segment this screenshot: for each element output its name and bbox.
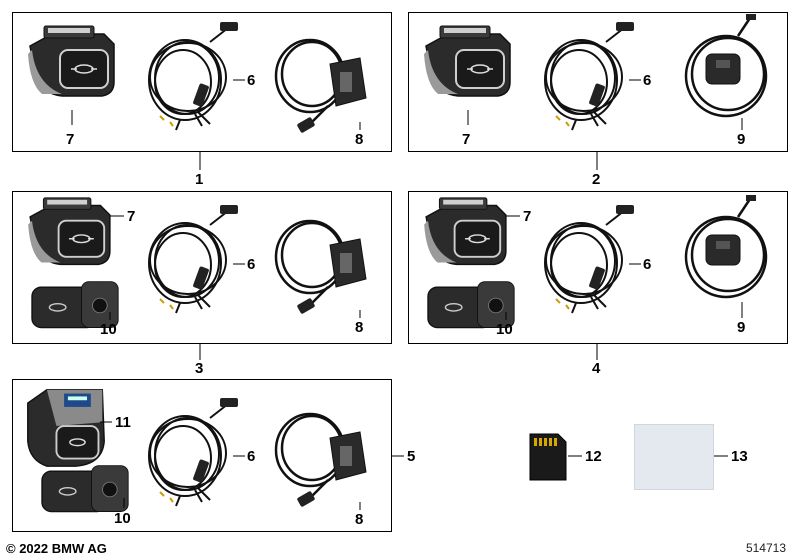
- part-6-label: 6: [643, 72, 652, 89]
- part-10-label: 10: [114, 510, 131, 527]
- diagram-id: 514713: [745, 541, 786, 555]
- part-8-label: 8: [355, 131, 364, 148]
- adhesive-pad-icon: [634, 424, 714, 490]
- part-7-label: 7: [127, 208, 136, 225]
- part-9-label: 9: [737, 319, 746, 336]
- part-6-label: 6: [643, 256, 652, 273]
- part-8-label: 8: [355, 511, 364, 528]
- part-13-label: 13: [731, 448, 748, 465]
- part-6-label: 6: [247, 256, 256, 273]
- part-10-label: 10: [100, 321, 117, 338]
- part-10-label: 10: [496, 321, 513, 338]
- kit-2-number: 2: [592, 171, 601, 188]
- part-12-label: 12: [585, 448, 602, 465]
- copyright-text: © 2022 BMW AG: [6, 541, 107, 556]
- part-6-label: 6: [247, 448, 256, 465]
- part-7-label: 7: [523, 208, 532, 225]
- kit-3-number: 3: [195, 360, 204, 377]
- part-6-label: 6: [247, 72, 256, 89]
- kit-4-number: 4: [592, 360, 601, 377]
- part-11-label: 11: [115, 414, 131, 431]
- part-7-label: 7: [66, 131, 75, 148]
- part-9-label: 9: [737, 131, 746, 148]
- kit-5-number: 5: [407, 448, 416, 465]
- kit-1-number: 1: [195, 171, 204, 188]
- part-8-label: 8: [355, 319, 364, 336]
- part-7-label: 7: [462, 131, 471, 148]
